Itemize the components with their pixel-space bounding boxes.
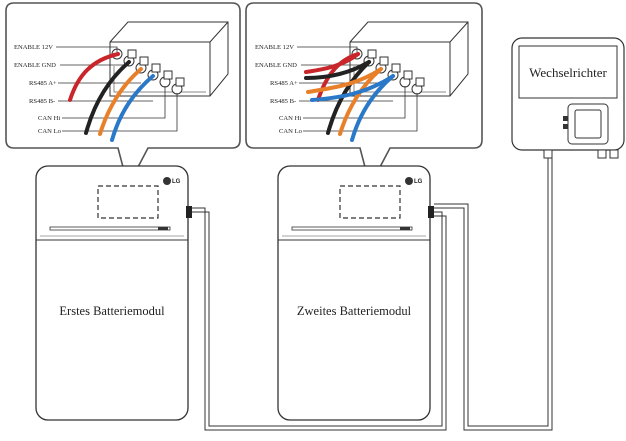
brand-logo: LG — [172, 179, 181, 185]
brand-logo: LG — [414, 179, 423, 185]
side-port — [186, 206, 192, 218]
cable-m2-inverter — [434, 158, 553, 431]
pin-label-enable-12v: ENABLE 12V — [255, 44, 294, 51]
wire-black-in — [326, 60, 371, 135]
pin-label-enable-gnd: ENABLE GND — [255, 62, 297, 69]
battery-module-1: LG Erstes Batteriemodul — [35, 165, 192, 421]
pin-label-rs485-a: RS485 A+ — [270, 80, 298, 87]
side-port — [428, 206, 434, 218]
connector-area — [97, 185, 159, 219]
wire-blue — [110, 74, 155, 142]
wire-orange-out — [306, 67, 383, 94]
inverter: Wechselrichter — [511, 37, 625, 159]
battery-module-2: LG Zweites Batteriemodul — [277, 165, 434, 421]
inverter-label: Wechselrichter — [529, 65, 607, 80]
wire-black — [84, 60, 131, 135]
lg-logo-icon — [163, 177, 171, 185]
wire-red — [68, 52, 120, 102]
pin-label-can-lo: CAN Lo — [279, 128, 303, 135]
status-bar — [291, 226, 413, 231]
callout-left: ENABLE 12V ENABLE GND RS485 A+ RS485 B- … — [5, 2, 241, 189]
status-bar — [49, 226, 171, 231]
pin-label-can-hi: CAN Hi — [279, 115, 301, 122]
wire-black-out — [304, 60, 371, 80]
lg-logo-icon — [405, 177, 413, 185]
pin-label-rs485-b: RS485 B- — [29, 98, 55, 105]
wire-orange — [98, 67, 143, 136]
wire-red-out — [304, 52, 360, 74]
pin-label-can-lo: CAN Lo — [38, 128, 62, 135]
module-1-label: Erstes Batteriemodul — [59, 304, 165, 318]
pin-label-rs485-a: RS485 A+ — [29, 80, 57, 87]
communication-cables — [192, 158, 553, 431]
pin-label-enable-12v: ENABLE 12V — [14, 44, 53, 51]
wires-right — [304, 52, 395, 142]
wires-left — [68, 52, 155, 142]
wire-blue-out — [310, 74, 395, 102]
callout-right: ENABLE 12V ENABLE GND RS485 A+ RS485 B- … — [245, 2, 483, 189]
pin-label-can-hi: CAN Hi — [38, 115, 60, 122]
module-2-label: Zweites Batteriemodul — [297, 304, 412, 318]
connector-area — [339, 185, 401, 219]
pin-label-rs485-b: RS485 B- — [270, 98, 296, 105]
pin-label-enable-gnd: ENABLE GND — [14, 62, 56, 69]
cable-m1-m2 — [192, 207, 447, 431]
